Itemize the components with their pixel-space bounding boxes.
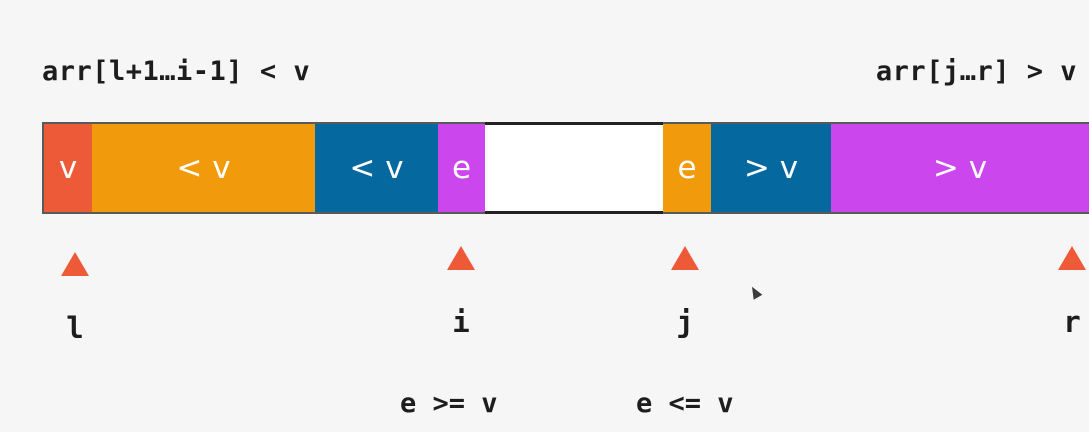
current-element-j-segment: e: [663, 122, 711, 214]
pointer-i-icon: [447, 246, 475, 270]
less-than-segment: < v: [92, 122, 315, 214]
pointer-r-icon: [1058, 246, 1086, 270]
pointer-l-label: l: [66, 311, 84, 345]
pointer-i-label: i: [452, 305, 470, 339]
pointer-j-label: j: [676, 305, 694, 339]
condition-j: e <= v: [636, 388, 734, 419]
greater-than-segment: > v: [711, 122, 831, 214]
current-element-i-segment: e: [438, 122, 485, 214]
pointer-j-icon: [671, 246, 699, 270]
less-than-segment: < v: [315, 122, 438, 214]
mouse-cursor-icon: [747, 284, 763, 300]
pointer-r-label: r: [1063, 305, 1081, 339]
left-region-heading: arr[l+1…i-1] < v: [42, 56, 311, 87]
right-region-heading: arr[j…r] > v: [875, 56, 1077, 87]
array-bar: v < v < v e e > v > v: [42, 122, 1089, 214]
greater-than-segment: > v: [831, 122, 1089, 214]
pointer-l-icon: [61, 252, 89, 276]
unprocessed-segment: [485, 122, 663, 214]
condition-i: e >= v: [400, 388, 498, 419]
pivot-segment: v: [42, 122, 92, 214]
